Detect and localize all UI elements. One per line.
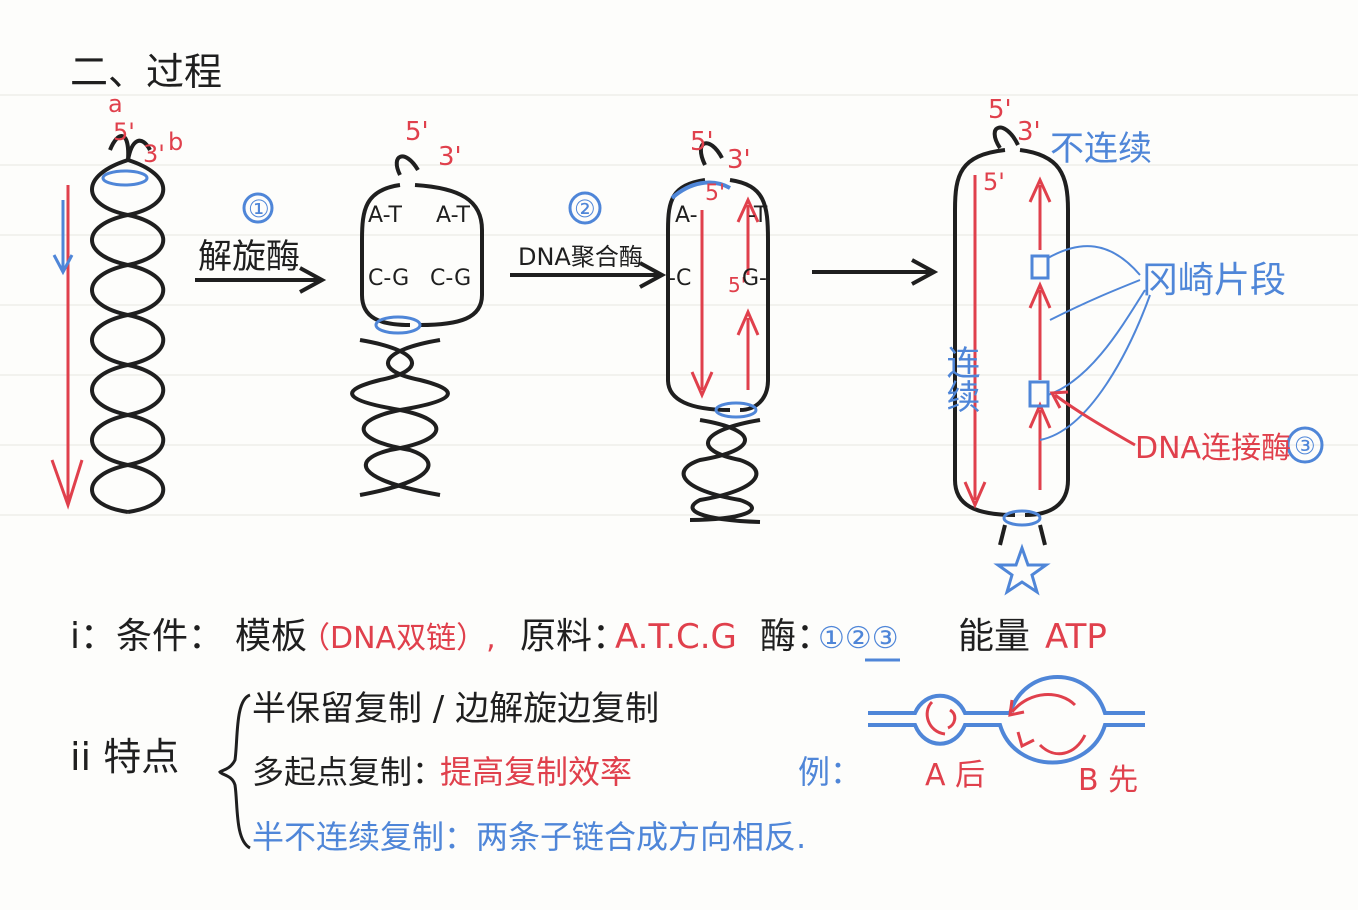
stage3-base-t: -T xyxy=(748,203,768,228)
helix-origin-mark xyxy=(101,169,149,187)
step3-arrow xyxy=(812,258,939,286)
okazaki-gap-1 xyxy=(1030,254,1050,280)
example-label: 例： xyxy=(798,753,862,791)
step1-enzyme: 解旋酶 xyxy=(198,237,300,277)
label-b: b xyxy=(168,128,183,156)
label-inner-5-prime-b-stage3: 5' xyxy=(728,273,746,297)
step2-enzyme: DNA聚合酶 xyxy=(518,243,643,271)
label-5-prime-stage4: 5' xyxy=(988,95,1012,125)
base-pair-at-right: A-T xyxy=(436,203,470,228)
material-value: A.T.C.G xyxy=(615,617,737,657)
step2-arrow xyxy=(510,191,667,289)
stage3-base-a: A- xyxy=(675,203,698,228)
example-b-label: B 先 xyxy=(1078,763,1138,798)
step1-arrow xyxy=(195,192,327,294)
label-5-prime-stage1: 5' xyxy=(113,118,135,146)
stage2-bubble xyxy=(350,154,484,497)
label-a: a xyxy=(108,90,123,118)
base-pair-cg-right: C-G xyxy=(430,266,471,291)
stage4-fork-mark xyxy=(1002,509,1042,527)
label-3-prime-stage1: 3' xyxy=(143,140,165,168)
enzyme-value: ①②③ xyxy=(818,621,899,656)
feature-line2-red: 提高复制效率 xyxy=(440,753,632,791)
label-5-prime-stage2: 5' xyxy=(405,117,429,147)
ligase-number: ③ xyxy=(1294,432,1316,460)
step2-number: ② xyxy=(574,195,596,223)
features-brace xyxy=(218,693,251,850)
step2-number-circle xyxy=(568,191,602,225)
stage3-base-c: -C xyxy=(668,266,691,291)
energy-label: 能量 xyxy=(958,616,1030,657)
stage4-bubble xyxy=(953,125,1324,596)
example-replication-bubbles xyxy=(868,675,1145,765)
discontinuous-label: 不连续 xyxy=(1050,129,1152,169)
red-arrowhead xyxy=(50,459,84,510)
step1-number-circle xyxy=(242,192,274,224)
okazaki-gap-2 xyxy=(1028,380,1050,408)
stage2-fork-mark xyxy=(374,315,422,335)
label-3-prime-stage3: 3' xyxy=(727,145,751,175)
stage3-bubble xyxy=(666,141,770,524)
feature-line3: 半不连续复制：两条子链合成方向相反. xyxy=(252,818,806,856)
template-label: 模板 xyxy=(235,616,307,657)
base-pair-at-left: A-T xyxy=(368,203,402,228)
label-inner-5-prime-stage4: 5' xyxy=(983,168,1005,196)
label-3-prime-stage2: 3' xyxy=(438,142,462,172)
example-a-label: A 后 xyxy=(925,758,985,793)
base-pair-cg-left: C-G xyxy=(368,266,409,291)
star-icon xyxy=(993,543,1051,596)
ligase-number-circle xyxy=(1286,426,1324,464)
stage1-helix xyxy=(50,134,166,514)
feature-line1: 半保留复制 / 边解旋边复制 xyxy=(252,689,659,729)
label-5-prime-stage3: 5' xyxy=(690,127,714,157)
stage3-fork-mark xyxy=(714,401,758,419)
label-inner-5-prime-stage3: 5' xyxy=(705,181,725,206)
page-title: 二、过程 xyxy=(70,50,222,94)
energy-value: ATP xyxy=(1045,617,1107,657)
blue-arrowhead xyxy=(52,254,74,276)
feature-line2-black: 多起点复制： xyxy=(252,753,444,791)
stage3-blue-primer xyxy=(670,180,731,200)
template-value: （DNA双链）, xyxy=(300,621,496,656)
dna-ligase-label: DNA连接酶 xyxy=(1135,431,1291,466)
enzyme-label: 酶： xyxy=(760,616,832,657)
notebook-lines xyxy=(0,94,1358,516)
label-3-prime-stage4: 3' xyxy=(1017,117,1041,147)
material-label: 原料： xyxy=(520,616,628,657)
conditions-prefix: i：条件： xyxy=(70,616,224,657)
features-prefix: ii 特点 xyxy=(70,735,179,779)
continuous-label: 连续 xyxy=(940,345,980,413)
step1-number: ① xyxy=(248,195,270,223)
okazaki-fragment-label: 冈崎片段 xyxy=(1142,260,1286,301)
stage3-base-g: G- xyxy=(742,266,767,291)
